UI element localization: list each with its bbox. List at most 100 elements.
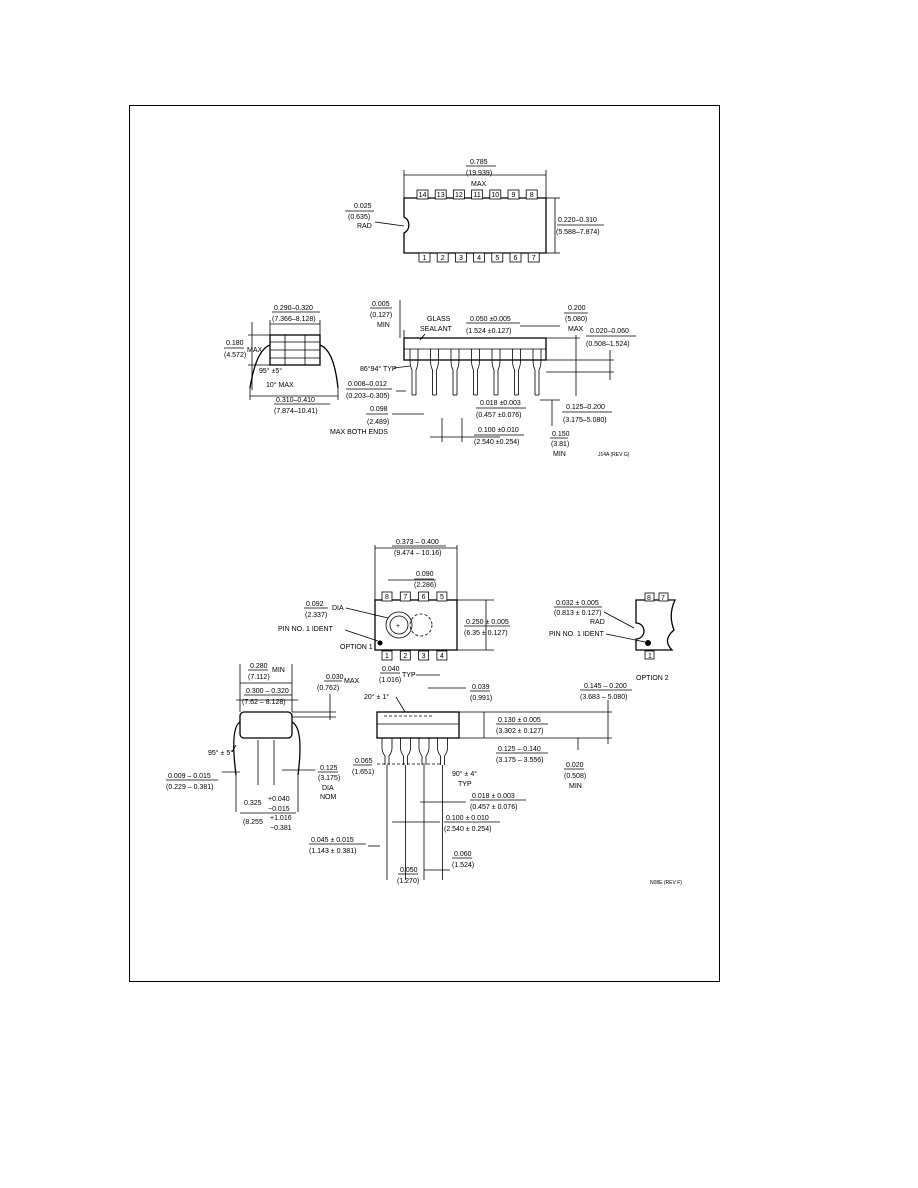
n08e-end-spread-mp: +1.016 [270, 815, 292, 822]
j14a-minlen-in: 0.150 [552, 431, 570, 438]
n08e-seat-mm: (3.683 – 5.080) [580, 694, 627, 701]
j14a-seat-mm: (5.080) [565, 316, 587, 323]
j14a-pin-box-7 [527, 252, 540, 263]
n08e-end-min-mm: (7.112) [248, 674, 270, 681]
j14a-lead-7 [532, 349, 542, 395]
j14a-pin-label-1: 1 [423, 255, 427, 262]
j14a-endlead-max: MAX BOTH ENDS [330, 429, 388, 436]
j14a-pin-label-6: 6 [514, 255, 518, 262]
j14a-end-height-in: 0.180 [226, 340, 244, 347]
j14a-pin-label-7: 7 [532, 255, 536, 262]
j14a-pin-box-11 [471, 189, 484, 200]
n08e-pin-box-6 [418, 591, 430, 602]
n08e-pin-label-4: 4 [440, 653, 444, 660]
n08e-space-in: 0.090 [416, 571, 434, 578]
n08e-pin-box-1 [381, 650, 393, 661]
n08e-dia-mm: (2.337) [305, 612, 327, 619]
j14a-leadtop-in: 0.050 ±0.005 [470, 316, 511, 323]
n08e-end-spread: 0.325 [244, 800, 262, 807]
n08e-end-spread-m: −0.015 [268, 806, 290, 813]
n08e-opt2-pin8: 8 [647, 595, 651, 602]
n08e-pin-label-7: 7 [403, 594, 407, 601]
j14a-pin-box-6 [509, 252, 522, 263]
j14a-pin-box-1 [418, 252, 431, 263]
j14a-leadtop-mm: (1.524 ±0.127) [466, 328, 511, 335]
n08e-shoulder-in: 0.039 [472, 684, 490, 691]
n08e-end-view: 0.280 (7.112) MIN 0.300 – 0.320 (7.62 – … [166, 663, 360, 832]
j14a-seat-in: 0.200 [568, 305, 586, 312]
n08e-pin-label-6: 6 [422, 594, 426, 601]
j14a-thick-in: 0.008–0.012 [348, 381, 387, 388]
n08e-tab-typ: TYP [402, 672, 416, 679]
n08e-pin-label-5: 5 [440, 594, 444, 601]
n08e-space-mm: (2.286) [414, 582, 436, 589]
n08e-end-thick-mm: (0.229 – 0.381) [166, 784, 213, 791]
j14a-pin-label-3: 3 [459, 255, 463, 262]
j14a-thick-mm: (0.203–0.305) [346, 393, 390, 400]
n08e-pin-box-2 [399, 650, 411, 661]
n08e-stand-min: MIN [569, 783, 582, 790]
n08e-pin-label-2: 2 [403, 653, 407, 660]
j14a-endlead-in: 0.098 [370, 406, 388, 413]
n08e-end-max-in: 0.030 [326, 674, 344, 681]
n08e-endlead-mm: (1.651) [352, 769, 374, 776]
n08e-width-mm: (6.35 ± 0.127) [464, 630, 508, 637]
n08e-pin-label-3: 3 [422, 653, 426, 660]
n08e-opt2-pin1: 1 [648, 653, 652, 660]
n08e-pitch-mm: (2.540 ± 0.254) [444, 826, 491, 833]
n08e-opt2-rad: RAD [590, 619, 605, 626]
n08e-end-nom: NOM [320, 794, 337, 801]
n08e-length-in: 0.373 – 0.400 [396, 539, 439, 546]
j14a-end-angle: 95° ±5° [259, 367, 282, 375]
n08e-option2: 8 7 1 0.032 ± 0.005 (0.813 ± 0.127) RAD … [549, 592, 677, 682]
n08e-end-max: MAX [344, 678, 360, 685]
j14a-lead-6 [512, 349, 521, 395]
n08e-pin-label-8: 8 [385, 594, 389, 601]
j14a-offset-mm: (0.508–1.524) [586, 341, 630, 348]
n08e-leadlen-mm: (3.175 – 3.556) [496, 757, 543, 764]
n08e-end-min-in: 0.280 [250, 663, 268, 670]
n08e-end-angle: 95° ± 5° [208, 749, 233, 757]
n08e-pin-box-5 [436, 591, 448, 602]
n08e-opt2-pin7: 7 [661, 595, 665, 602]
drawing-frame [129, 105, 720, 982]
n08e-first-in: 0.045 ± 0.015 [311, 837, 354, 844]
n08e-opt2-label: OPTION 2 [636, 675, 669, 682]
j14a-pin-label-8: 8 [530, 192, 534, 199]
n08e-pitch-in: 0.100 ± 0.010 [446, 815, 489, 822]
n08e-end-row-mm: (7.62 – 8.128) [242, 699, 286, 706]
j14a-notch-mm: (0.635) [348, 214, 370, 221]
j14a-pin-box-12 [452, 189, 465, 200]
n08e-dia-label: DIA [332, 605, 344, 612]
n08e-opt2-ident: PIN NO. 1 IDENT [549, 631, 605, 638]
n08e-end-spread-p: +0.040 [268, 796, 290, 803]
n08e-end-thick-in: 0.009 – 0.015 [168, 773, 211, 780]
j14a-pin-label-13: 13 [437, 192, 445, 199]
n08e-shoulder-mm: (0.991) [470, 695, 492, 702]
n08e-lead-1 [381, 738, 393, 765]
j14a-pin-box-5 [491, 252, 504, 263]
j14a-end-height-max: MAX [247, 347, 263, 354]
j14a-pitch-in: 0.100 ±0.010 [478, 427, 519, 434]
j14a-pin-box-2 [436, 252, 449, 263]
n08e-opt2-rad-in: 0.032 ± 0.005 [556, 600, 599, 607]
n08e-rev: N08E (REV F) [650, 880, 682, 886]
j14a-seat-max: MAX [568, 326, 584, 333]
n08e-pin-label-1: 1 [385, 653, 389, 660]
j14a-length-in: 0.785 [470, 159, 488, 166]
n08e-pin-box-3 [418, 650, 430, 661]
j14a-lead-5 [491, 349, 501, 395]
n08e-tab-mm: (1.016) [379, 677, 401, 684]
j14a-pitch-mm: (2.540 ±0.254) [474, 439, 519, 446]
j14a-end-height-mm: (4.572) [224, 352, 246, 359]
n08e-opt2-rad-mm: (0.813 ± 0.127) [554, 610, 601, 617]
n08e-endlead-in: 0.065 [355, 758, 373, 765]
j14a-leadlen-in: 0.125–0.200 [566, 404, 605, 411]
n08e-length-mm: (9.474 – 10.16) [394, 550, 441, 557]
j14a-standoff-mm: (0.127) [370, 312, 392, 319]
j14a-width-mm: (5.588–7.874) [556, 229, 600, 236]
j14a-pin-label-4: 4 [477, 255, 481, 262]
j14a-pin-box-14 [416, 189, 429, 200]
j14a-pin-box-13 [434, 189, 447, 200]
